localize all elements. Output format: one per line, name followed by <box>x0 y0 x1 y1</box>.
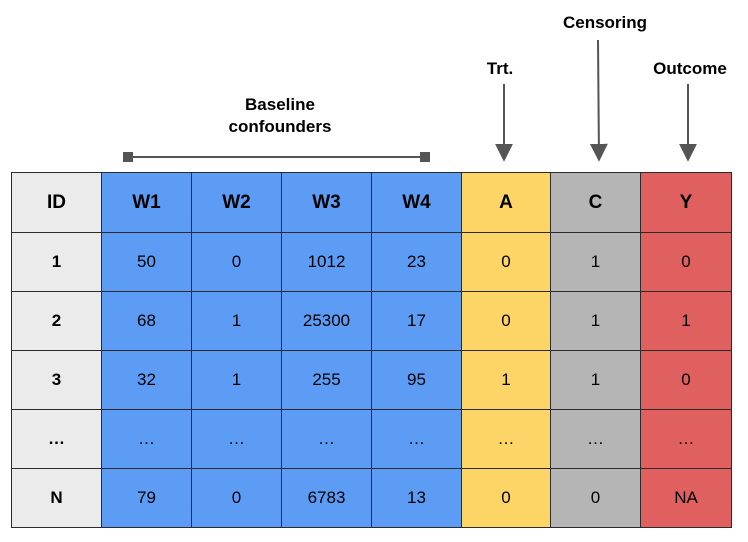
header-w2: W2 <box>191 172 282 233</box>
header-w1: W1 <box>101 172 192 233</box>
bracket-left-cap <box>123 152 133 162</box>
cell-a: 0 <box>461 468 551 528</box>
cell-y: 0 <box>640 232 732 292</box>
header-c: C <box>550 172 641 233</box>
censoring-arrow <box>589 39 608 162</box>
cell-a: … <box>461 409 551 469</box>
cell-w4: … <box>371 409 462 469</box>
cell-w2: 0 <box>191 468 282 528</box>
cell-w4: 95 <box>371 350 462 410</box>
header-id: ID <box>11 172 102 233</box>
cell-c: 1 <box>550 291 641 351</box>
outcome-label: Outcome <box>653 59 727 78</box>
treatment-label: Trt. <box>486 59 514 78</box>
header-row: ID W1 W2 W3 W4 A C Y <box>11 172 732 233</box>
cell-a: 0 <box>461 232 551 292</box>
cell-w1: … <box>101 409 192 469</box>
cell-w1: 79 <box>101 468 192 528</box>
cell-y: … <box>640 409 732 469</box>
cell-w2: 0 <box>191 232 282 292</box>
cell-y: 0 <box>640 350 732 410</box>
table-row: N 79 0 6783 13 0 0 NA <box>11 468 732 528</box>
cell-a: 1 <box>461 350 551 410</box>
cell-w3: 255 <box>281 350 372 410</box>
header-y: Y <box>640 172 732 233</box>
cell-c: 1 <box>550 350 641 410</box>
baseline-label-line1: Baseline <box>245 95 315 114</box>
bracket-right-cap <box>420 152 430 162</box>
cell-w3: 25300 <box>281 291 372 351</box>
cell-id: … <box>11 409 102 469</box>
censoring-label: Censoring <box>562 13 648 32</box>
table-row: … … … … … … … … <box>11 409 732 469</box>
cell-w2: … <box>191 409 282 469</box>
table-row: 2 68 1 25300 17 0 1 1 <box>11 291 732 351</box>
cell-w1: 32 <box>101 350 192 410</box>
cell-c: 0 <box>550 468 641 528</box>
header-a: A <box>461 172 551 233</box>
cell-w4: 13 <box>371 468 462 528</box>
header-w3: W3 <box>281 172 372 233</box>
cell-w2: 1 <box>191 291 282 351</box>
cell-w4: 17 <box>371 291 462 351</box>
cell-w2: 1 <box>191 350 282 410</box>
cell-id: N <box>11 468 102 528</box>
cell-id: 2 <box>11 291 102 351</box>
cell-id: 1 <box>11 232 102 292</box>
data-table: ID W1 W2 W3 W4 A C Y 1 50 0 1012 23 0 1 … <box>11 172 732 528</box>
cell-c: 1 <box>550 232 641 292</box>
cell-w3: … <box>281 409 372 469</box>
baseline-label-line2: confounders <box>228 117 332 136</box>
table-row: 1 50 0 1012 23 0 1 0 <box>11 232 732 292</box>
cell-c: … <box>550 409 641 469</box>
cell-w3: 6783 <box>281 468 372 528</box>
cell-y: NA <box>640 468 732 528</box>
baseline-confounders-label: Baseline confounders <box>190 94 370 138</box>
cell-w1: 50 <box>101 232 192 292</box>
cell-a: 0 <box>461 291 551 351</box>
cell-w3: 1012 <box>281 232 372 292</box>
cell-w1: 68 <box>101 291 192 351</box>
table-row: 3 32 1 255 95 1 1 0 <box>11 350 732 410</box>
baseline-bracket <box>123 152 430 162</box>
header-w4: W4 <box>371 172 462 233</box>
cell-w4: 23 <box>371 232 462 292</box>
cell-id: 3 <box>11 350 102 410</box>
cell-y: 1 <box>640 291 732 351</box>
